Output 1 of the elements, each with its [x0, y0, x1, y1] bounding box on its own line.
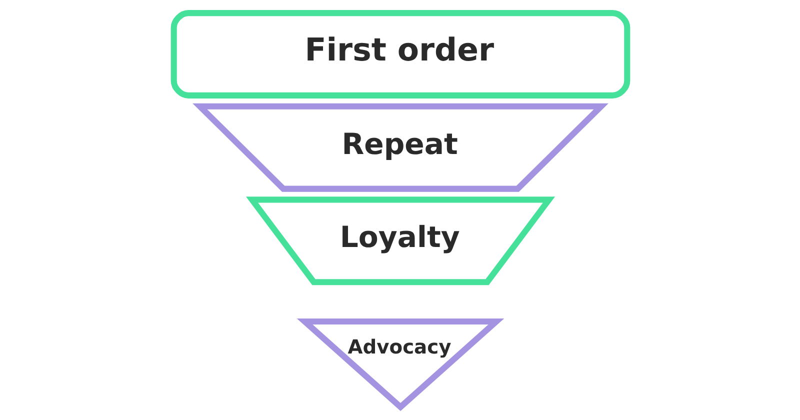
node-box: First order — [170, 10, 630, 98]
